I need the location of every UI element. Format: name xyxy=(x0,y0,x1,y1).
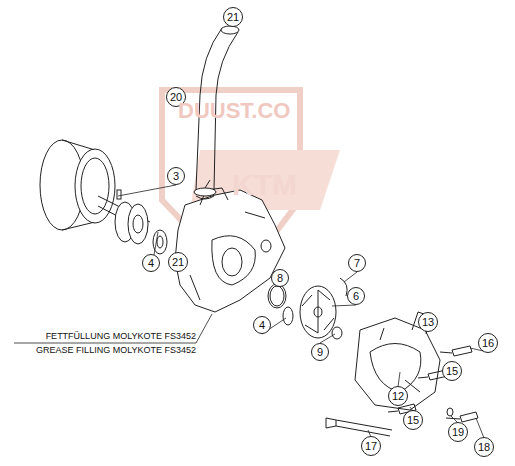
callout-number: 12 xyxy=(392,391,404,402)
callout-circle: 13 xyxy=(418,312,438,332)
callout-circle: 3 xyxy=(167,167,185,185)
callout-circle: 8 xyxy=(271,269,289,287)
callout-number: 13 xyxy=(422,317,434,328)
note-text: FETTFÜLLUNG MOLYKOTE FS3452 xyxy=(46,332,196,341)
callout-circle: 15 xyxy=(403,410,423,430)
callout-number: 21 xyxy=(172,257,184,268)
callout-number: 6 xyxy=(353,291,359,302)
leader-lines xyxy=(14,185,488,438)
callout-circle: 4 xyxy=(253,316,271,334)
watermark: KTM xyxy=(232,170,297,200)
callout-circle: 18 xyxy=(474,437,494,457)
callout-circle: 21 xyxy=(168,252,188,272)
note-text: GREASE FILLING MOLYKOTE FS3452 xyxy=(36,346,196,355)
callout-circle: 19 xyxy=(448,422,468,442)
callout-circle: 17 xyxy=(361,436,381,456)
callout-circle: 12 xyxy=(388,386,408,406)
callout-number: 3 xyxy=(173,171,179,182)
callout-number: 18 xyxy=(478,442,490,453)
callout-number: 4 xyxy=(148,258,154,269)
callout-number: 15 xyxy=(407,415,419,426)
callout-number: 9 xyxy=(317,347,323,358)
callout-number: 19 xyxy=(452,427,464,438)
callout-circle: 6 xyxy=(347,287,365,305)
callout-number: 7 xyxy=(354,258,360,269)
callout-number: 17 xyxy=(365,441,377,452)
callout-circle: 15 xyxy=(442,361,462,381)
callout-circle: 21 xyxy=(223,7,243,27)
watermark: DUUST.CO xyxy=(178,100,290,122)
callout-circle: 7 xyxy=(348,254,366,272)
callout-circle: 16 xyxy=(478,333,498,353)
callout-number: 21 xyxy=(227,12,239,23)
callout-circle: 4 xyxy=(142,254,160,272)
callout-number: 8 xyxy=(277,273,283,284)
callout-number: 16 xyxy=(482,338,494,349)
callout-number: 4 xyxy=(259,320,265,331)
callout-circle: 9 xyxy=(311,343,329,361)
callout-number: 15 xyxy=(446,366,458,377)
